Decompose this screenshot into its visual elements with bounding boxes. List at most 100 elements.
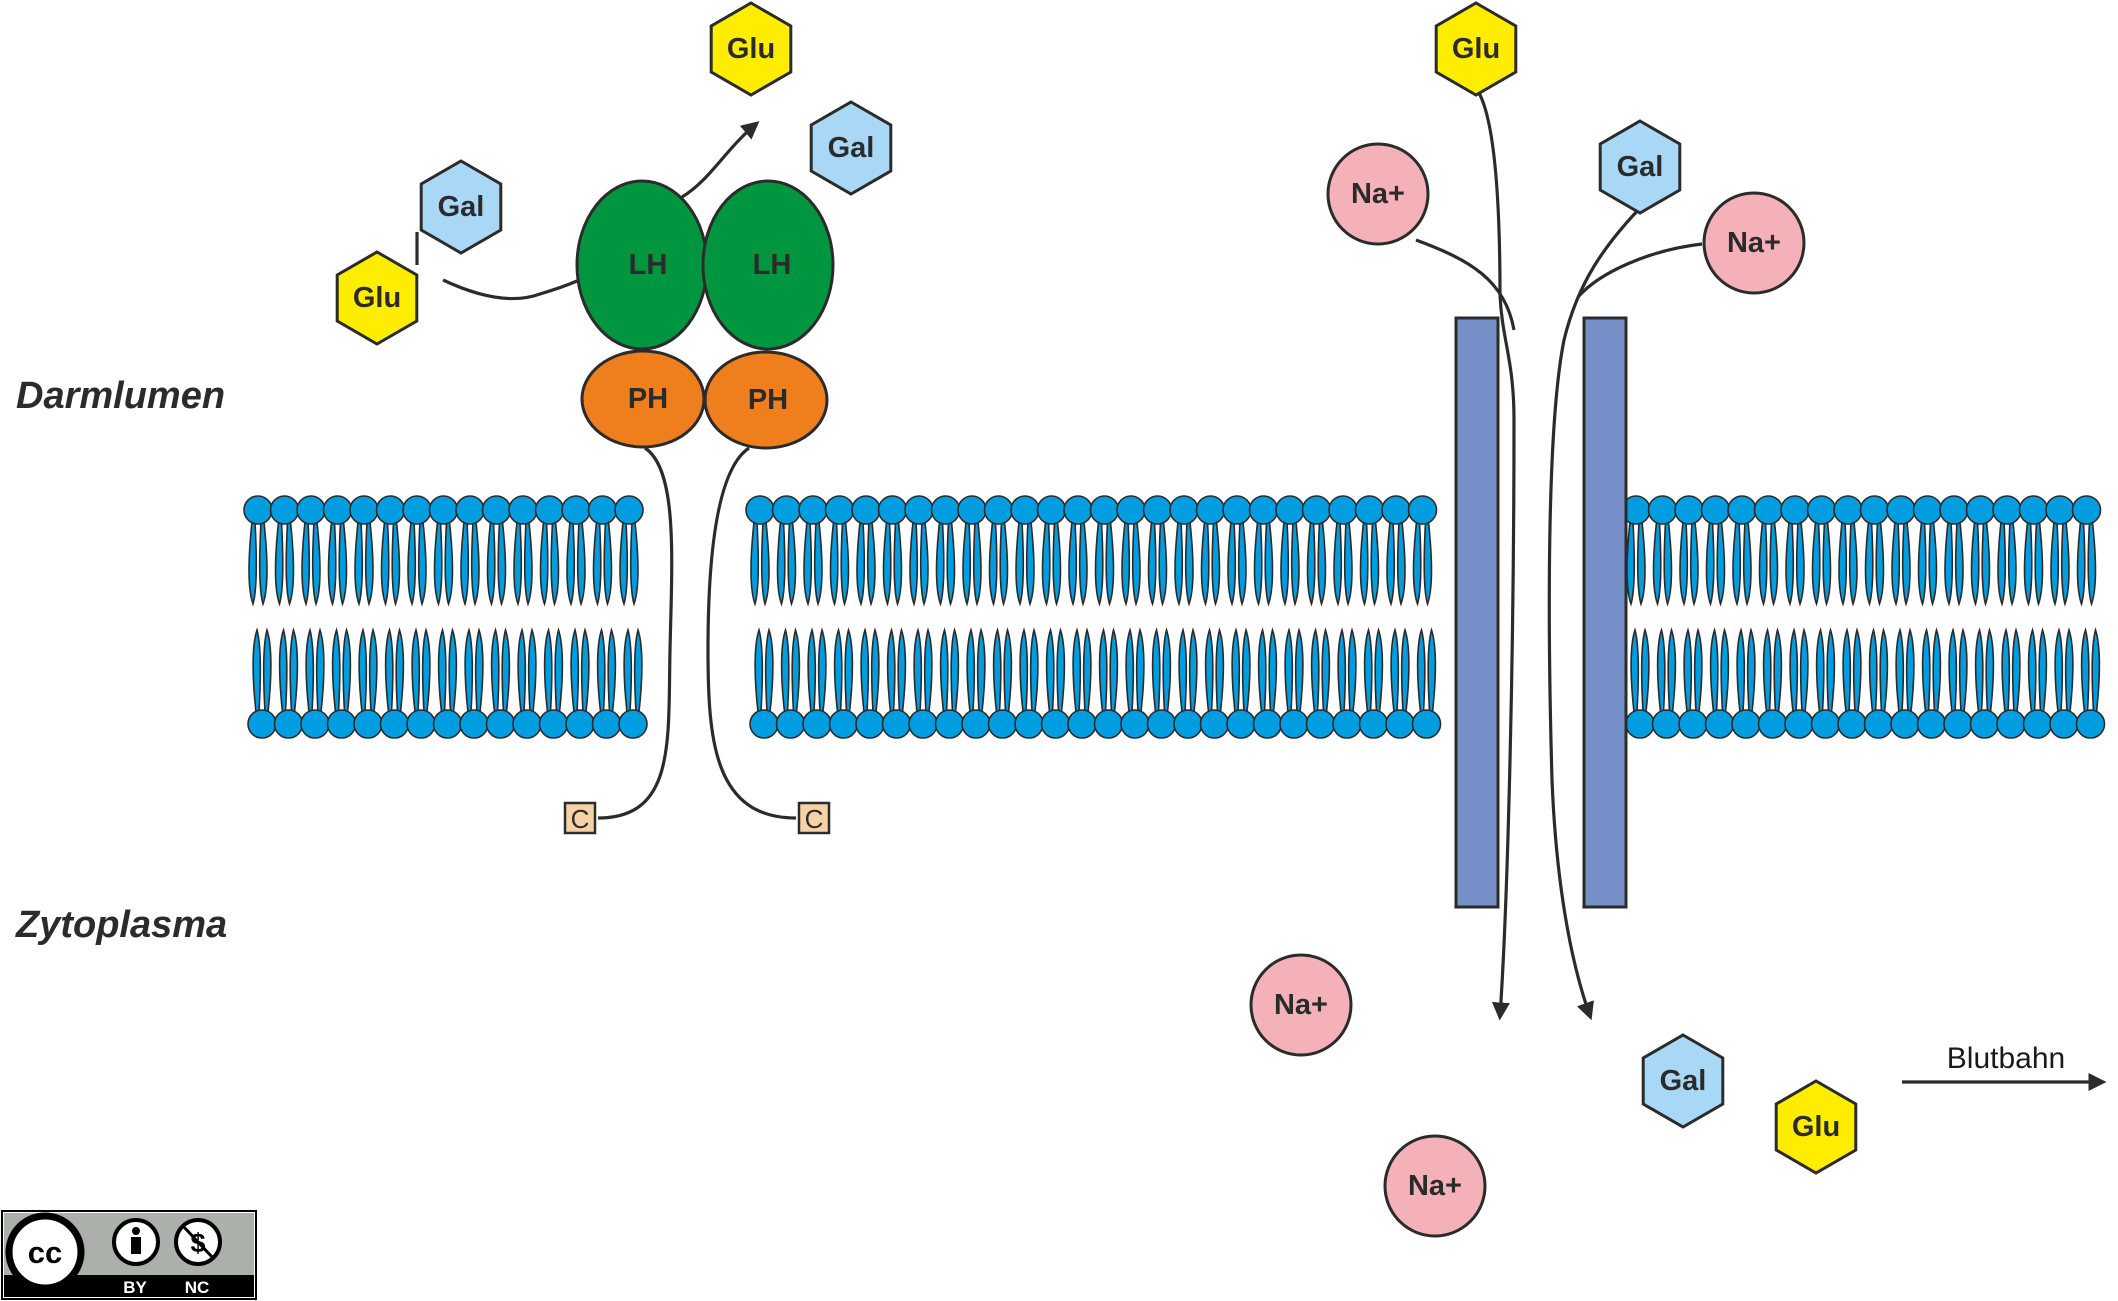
lumen-galactose: Gal (1598, 119, 1682, 215)
lipid-head (455, 495, 485, 525)
lipid-head (1199, 709, 1230, 739)
lipid-head (1173, 709, 1203, 739)
lipid-head (1678, 709, 1708, 739)
lipid-head (1837, 709, 1867, 739)
released-glucose-label: Glu (727, 33, 775, 65)
nc-noncommercial-icon: $ (174, 1218, 222, 1266)
lipid-head (775, 709, 806, 739)
released-glucose: Glu (709, 1, 793, 97)
lipid-head (904, 495, 934, 525)
lipid-head (326, 709, 357, 739)
lipid-head (1996, 709, 2026, 739)
bilayer-segment-left (243, 495, 648, 739)
lipid-head (1226, 709, 1256, 739)
lipid-head (1943, 709, 1973, 739)
lipid-head (2018, 495, 2049, 525)
lipid-head (379, 709, 410, 739)
lumen-galactose-hexagon (1598, 119, 1682, 215)
lipid-head (1385, 709, 1415, 739)
lipid-head (508, 495, 538, 525)
ph-domain-left-label: PH (628, 383, 668, 415)
lipid-head (1731, 709, 1761, 739)
lipid-head (1222, 495, 1252, 525)
lipid-head (745, 495, 775, 525)
lipid-head (485, 709, 516, 739)
lipid-head (1674, 495, 1704, 525)
lipid-head (1275, 495, 1305, 525)
lipid-head (1965, 495, 1996, 525)
lipid-head (802, 709, 832, 739)
cytoplasm-sodium-upper: Na+ (1249, 953, 1353, 1057)
lipid-head (1753, 495, 1784, 525)
lipid-head (1063, 495, 1093, 525)
lipid-head (1248, 495, 1279, 525)
lipid-head (934, 709, 965, 739)
lipid-head (1169, 495, 1199, 525)
lumen-glucose-hexagon (1434, 1, 1518, 97)
lactose-glucose: Glu (335, 250, 419, 346)
lactose-glucose-label: Glu (353, 282, 401, 314)
lipid-head (1890, 709, 1920, 739)
lactose-glucose-hexagon (335, 250, 419, 346)
lipid-head (1328, 495, 1358, 525)
lactose-galactose-hexagon (419, 159, 503, 255)
cytoplasm-sodium-upper-circle (1249, 953, 1353, 1057)
lipid-head (881, 709, 912, 739)
lipid-head (1305, 709, 1336, 739)
lipid-head (1354, 495, 1385, 525)
bilayer-segment-middle (745, 495, 1442, 739)
lumen-galactose-label: Gal (1617, 151, 1664, 183)
lipid-head (1332, 709, 1362, 739)
lipid-head (247, 709, 277, 739)
lipid-head (406, 709, 436, 739)
lipid-head (957, 495, 987, 525)
lipid-head (538, 709, 569, 739)
cytoplasm-sodium-lower-circle (1383, 1134, 1487, 1238)
lipid-head (1067, 709, 1097, 739)
lumen-sodium-right-label: Na+ (1727, 227, 1781, 259)
lipid-head (1992, 495, 2022, 525)
lipid-head (300, 709, 330, 739)
lumen-glucose-label: Glu (1452, 33, 1500, 65)
lipid-head (534, 495, 565, 525)
lipid-head (1625, 709, 1655, 739)
lipid-head (961, 709, 991, 739)
lumen-sodium-right: Na+ (1702, 191, 1806, 295)
lipid-head (2049, 709, 2079, 739)
c-terminus-right (797, 801, 831, 835)
lipid-head (512, 709, 542, 739)
lipid-head (432, 709, 463, 739)
lipid-head (243, 495, 273, 525)
lipid-head (987, 709, 1018, 739)
lumen-sodium-left-label: Na+ (1351, 178, 1405, 210)
lipid-head (561, 495, 591, 525)
lipid-head (296, 495, 326, 525)
cc-logo-icon (5, 1212, 85, 1292)
lipid-head (828, 709, 859, 739)
lipid-head (851, 495, 881, 525)
cytoplasm-sodium-upper-label: Na+ (1274, 989, 1328, 1021)
lipid-head (1093, 709, 1124, 739)
c-terminus-left (563, 801, 597, 835)
lh-domain-left-label: LH (629, 249, 668, 281)
lipid-head (1089, 495, 1120, 525)
lipid-head (1784, 709, 1814, 739)
lipid-head (798, 495, 828, 525)
license-nc-label: NC (185, 1278, 210, 1297)
lipid-head (1010, 495, 1040, 525)
region-label-cytoplasm: Zytoplasma (15, 904, 227, 946)
lipid-head (1806, 495, 1837, 525)
lipid-head (428, 495, 459, 525)
galactose-transport-arrow (1547, 206, 1642, 1021)
lactose-galactose: Gal (419, 159, 503, 255)
lipid-head (1146, 709, 1177, 739)
c-terminus-right-label: C (805, 804, 824, 834)
cytoplasm-glucose-label: Glu (1792, 1111, 1840, 1143)
lipid-head (481, 495, 512, 525)
lipid-head (353, 709, 383, 739)
lh-domain-right-label: LH (753, 249, 792, 281)
lipid-head (1120, 709, 1150, 739)
lipid-head (269, 495, 300, 525)
lipid-head (1647, 495, 1678, 525)
